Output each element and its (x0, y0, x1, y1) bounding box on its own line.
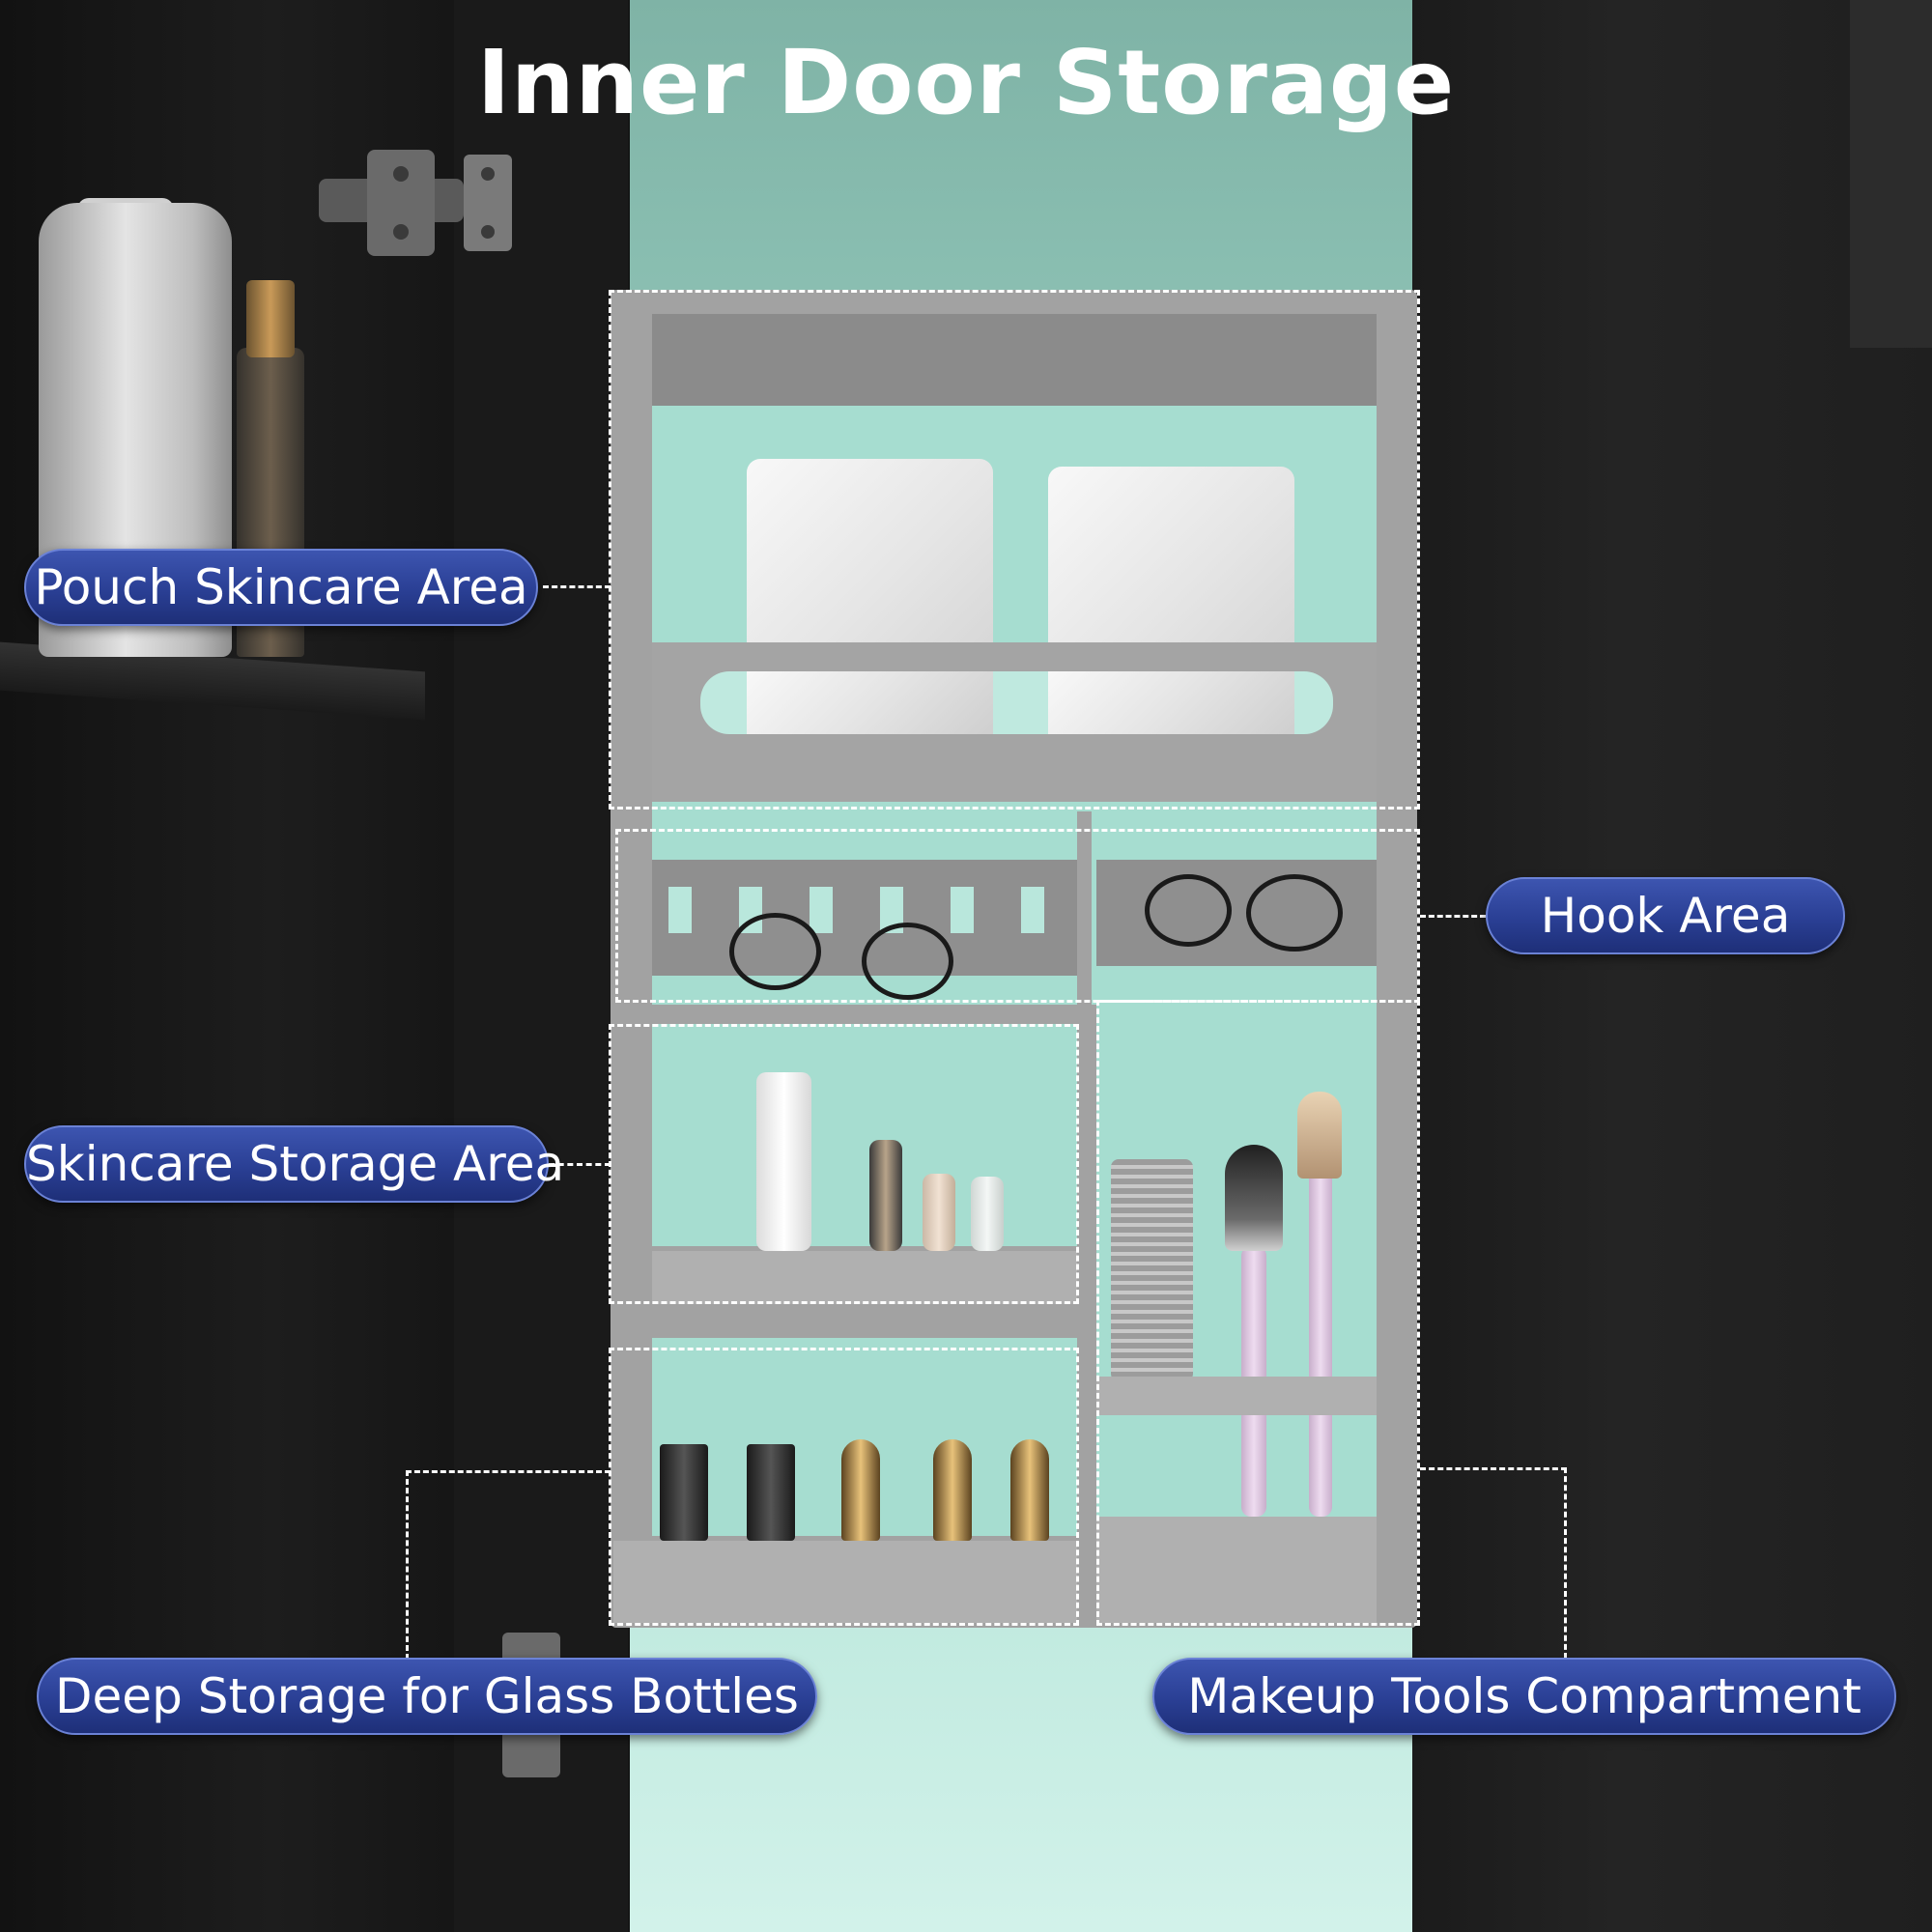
lipstick-black (747, 1444, 795, 1541)
hair-tie (729, 913, 821, 990)
foundation-bottle (923, 1174, 955, 1251)
hook-slot (1021, 887, 1044, 933)
hook-slot (668, 887, 692, 933)
makeup-tray-rail (1096, 1377, 1377, 1415)
serum-bottle (869, 1140, 902, 1251)
deep-storage-zone-outline (609, 1348, 1079, 1626)
deep-storage-tray (613, 1541, 1077, 1623)
pouch-zone-outline (609, 290, 1420, 810)
hook-slot (951, 887, 974, 933)
lipstick-gold (933, 1439, 972, 1541)
dropper-cap (246, 280, 295, 357)
hook-zone-outline (615, 829, 1420, 1003)
hinge-icon (319, 150, 512, 256)
makeup-tray-front (1096, 1517, 1377, 1623)
lipstick-gold (1010, 1439, 1049, 1541)
makeup-brush-head (1225, 1145, 1283, 1251)
bathroom-wall (1412, 0, 1932, 1932)
deep-storage-label: Deep Storage for Glass Bottles (37, 1658, 817, 1735)
pouch-visible (747, 671, 993, 734)
hair-tie (1246, 874, 1343, 952)
organizer-top-rail (652, 314, 1377, 406)
deep-leader-line-v (406, 1470, 409, 1660)
makeup-zone-outline (1096, 1000, 1420, 1626)
hair-tie (862, 923, 953, 1000)
makeup-leader-line-h (1420, 1467, 1567, 1470)
makeup-leader-line-v (1564, 1467, 1567, 1659)
page-title: Inner Door Storage (476, 31, 1456, 134)
skincare-section-backing (652, 1024, 1077, 1246)
wall-panel (1850, 0, 1932, 348)
door-edge (454, 0, 628, 1932)
hook-slot (810, 887, 833, 933)
cream-tube (756, 1072, 811, 1251)
essence-bottle (971, 1177, 1004, 1251)
pouch-skincare-label: Pouch Skincare Area (24, 549, 538, 626)
deep-leader-line-h (406, 1470, 611, 1473)
lipstick-gold (841, 1439, 880, 1541)
skincare-storage-label: Skincare Storage Area (24, 1125, 564, 1203)
hair-tie (1145, 874, 1232, 947)
makeup-brush-head (1297, 1092, 1342, 1179)
lipstick-black (660, 1444, 708, 1541)
pouch-visible (1048, 671, 1294, 734)
skincare-zone-outline (609, 1024, 1079, 1304)
makeup-brush-handle (1309, 1169, 1332, 1517)
hook-leader-line (1420, 915, 1486, 918)
skincare-shelf-tray (652, 1251, 1077, 1304)
comb (1111, 1159, 1193, 1381)
skincare-leader-line (549, 1163, 611, 1166)
makeup-tools-label: Makeup Tools Compartment (1152, 1658, 1896, 1735)
hook-area-label: Hook Area (1486, 877, 1845, 954)
pouch-leader-line (543, 585, 611, 588)
